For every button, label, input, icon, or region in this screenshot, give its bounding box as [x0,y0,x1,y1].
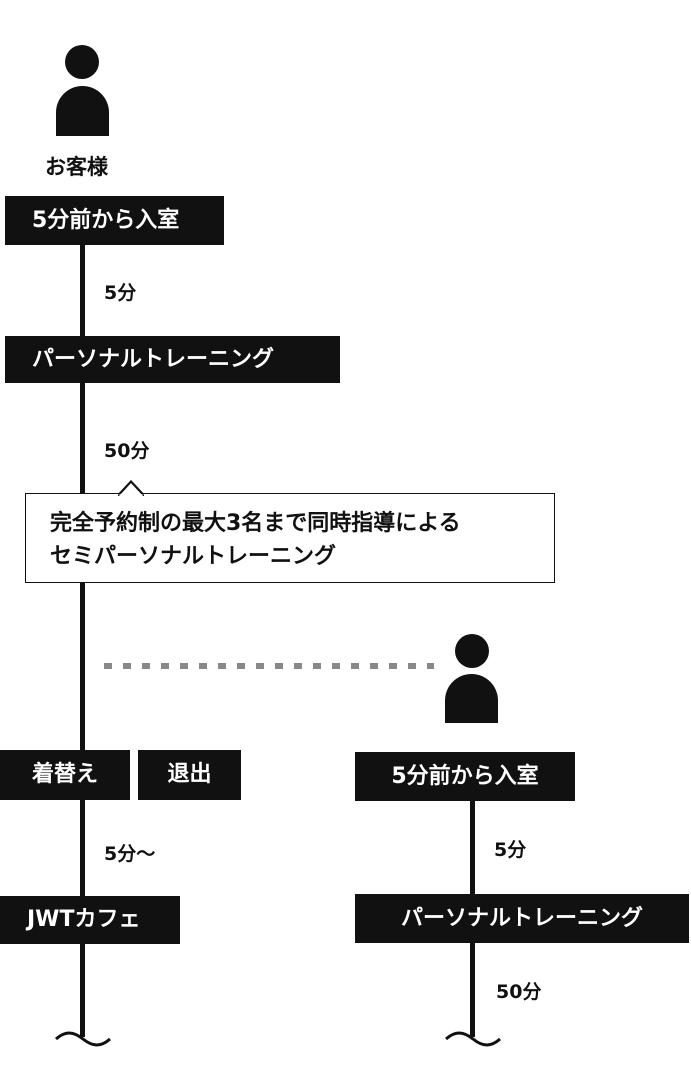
duration-entry-2: 5分 [494,839,527,861]
next-customer-connector [104,663,434,669]
customer-label: お客様 [45,155,108,179]
step-personal-training-2: パーソナルトレーニング [355,894,689,943]
callout-notch-overlay [118,481,144,496]
timeline-break-1 [55,1031,111,1047]
step-entry: 5分前から入室 [5,196,224,245]
description-callout: 完全予約制の最大3名まで同時指導による セミパーソナルトレーニング [25,493,555,583]
step-personal-training: パーソナルトレーニング [5,336,340,383]
duration-training: 50分 [104,440,150,462]
duration-training-2: 50分 [496,981,542,1003]
duration-entry: 5分 [104,282,137,304]
timeline-break-2 [445,1031,501,1047]
callout-line-2: セミパーソナルトレーニング [50,544,337,569]
duration-change: 5分〜 [104,843,156,865]
step-exit: 退出 [138,750,241,800]
step-entry-2: 5分前から入室 [355,752,575,801]
callout-line-1: 完全予約制の最大3名まで同時指導による [50,511,461,536]
step-change-clothes: 着替え [0,750,130,800]
timeline-line-1 [80,225,85,1037]
step-cafe: JWTカフェ [0,896,180,944]
